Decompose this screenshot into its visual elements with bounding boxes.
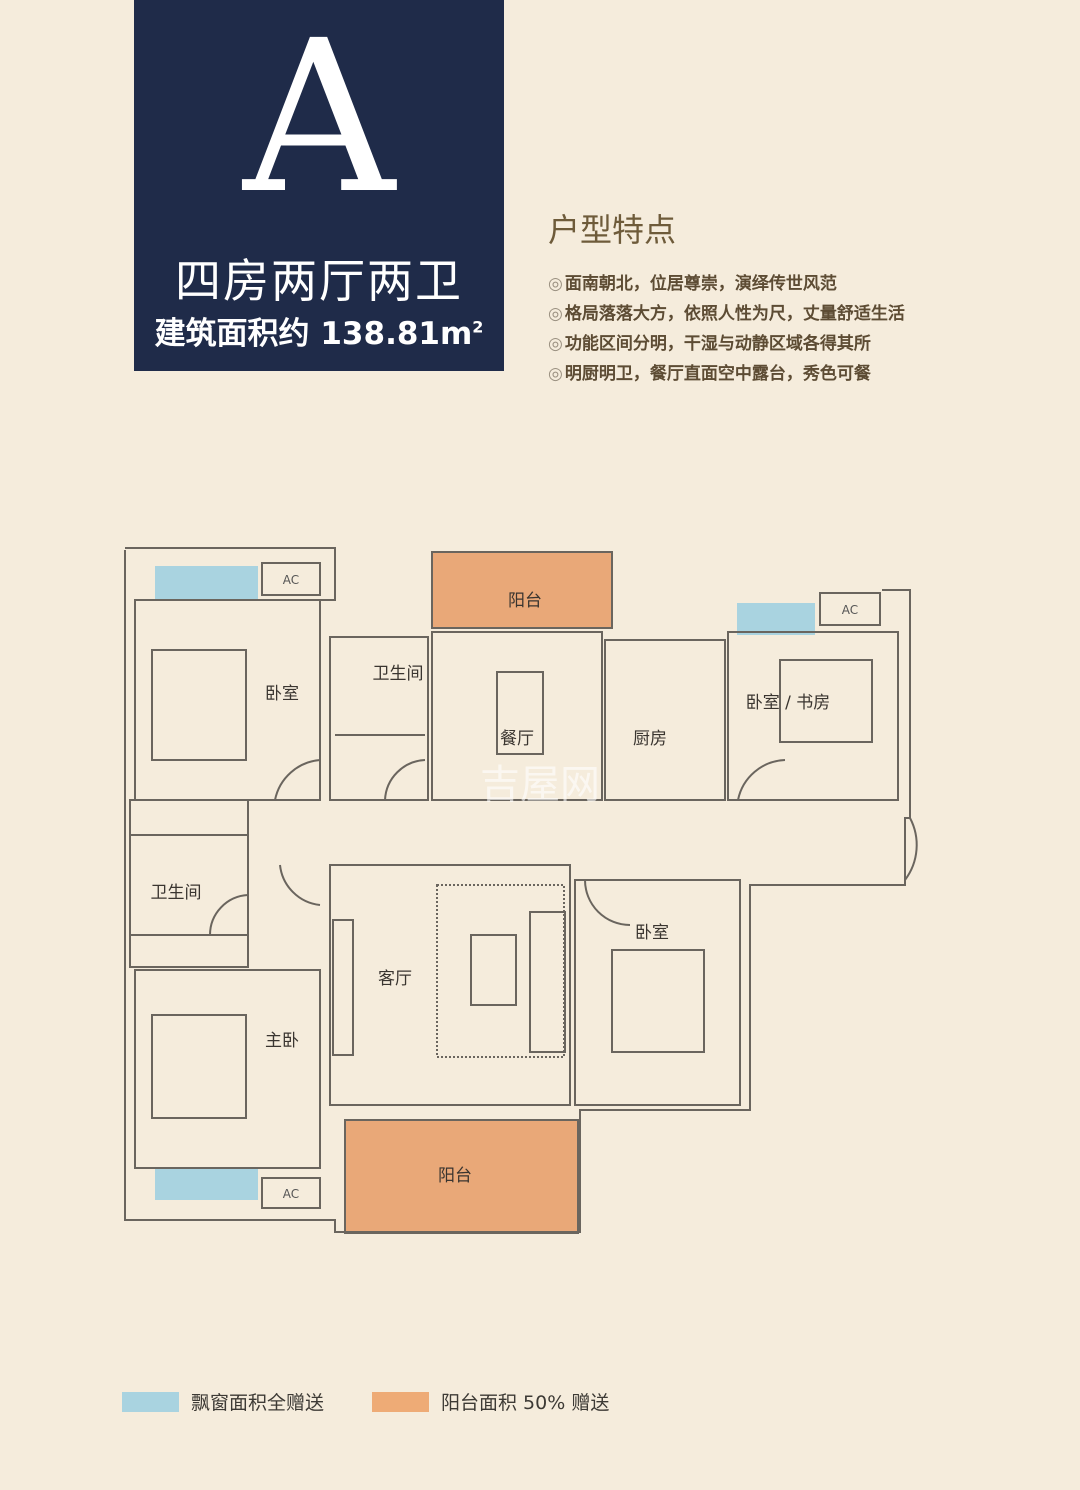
feature-text: 明厨明卫，餐厅直面空中露台，秀色可餐 (564, 364, 871, 384)
bullet-icon: ◎ (548, 334, 563, 354)
bullet-icon: ◎ (548, 304, 563, 324)
building-area: 建筑面积约 138.81m2 (134, 308, 504, 353)
room-label-dining: 餐厅 (500, 729, 534, 749)
bay-window-nw (155, 566, 258, 600)
bullet-icon: ◎ (548, 274, 563, 294)
room-label-balcony-north: 阳台 (508, 591, 542, 611)
room-label-master-bedroom: 主卧 (265, 1031, 299, 1051)
bed-icon (611, 949, 705, 1053)
bed-icon (151, 649, 247, 761)
room-label-kitchen: 厨房 (633, 729, 667, 749)
watermark-logo: 吉屋网 (480, 762, 600, 808)
bed-icon (151, 1014, 247, 1119)
closet-2 (129, 934, 249, 968)
room-label-living: 客厅 (378, 969, 412, 989)
sofa-icon (529, 911, 566, 1053)
bay-window-sw (155, 1168, 258, 1200)
ac-label: AC (283, 1187, 299, 1201)
feature-item: ◎功能区间分明，干湿与动静区域各得其所 (548, 329, 905, 359)
bedroom-se-outline (574, 879, 741, 1106)
features-section: 户型特点 ◎面南朝北，位居尊崇，演绎传世风范 ◎格局落落大方，依照人性为尺，丈量… (548, 205, 905, 389)
balcony-north (431, 551, 613, 629)
feature-text: 格局落落大方，依照人性为尺，丈量舒适生活 (564, 304, 905, 324)
feature-text: 面南朝北，位居尊崇，演绎传世风范 (564, 274, 837, 294)
door-swing-icon (279, 864, 321, 906)
rug-icon (436, 884, 565, 1058)
door-swing-icon (737, 759, 786, 801)
features-title: 户型特点 (548, 211, 677, 249)
bullet-icon: ◎ (548, 364, 563, 384)
bathroom-1-outline (329, 636, 429, 801)
legend-label-balcony: 阳台面积 50% 赠送 (441, 1392, 610, 1414)
entrance-door-icon (904, 817, 918, 881)
unit-title-panel: A 四房两厅两卫 建筑面积约 138.81m2 (134, 0, 504, 371)
legend-label-bay-window: 飘窗面积全赠送 (191, 1392, 325, 1414)
balcony-south (344, 1119, 579, 1234)
wall (125, 547, 336, 601)
room-label-balcony-south: 阳台 (438, 1166, 472, 1186)
legend-swatch-balcony (372, 1391, 430, 1412)
legend-swatch-bay-window (122, 1391, 179, 1412)
room-label-bathroom-2: 卫生间 (151, 883, 202, 903)
dining-area-outline (431, 631, 603, 801)
ac-unit-ne (819, 592, 881, 626)
area-text: 建筑面积约 138.81m (154, 316, 473, 352)
ac-label: AC (842, 603, 858, 617)
feature-item: ◎明厨明卫，餐厅直面空中露台，秀色可餐 (548, 359, 905, 389)
door-swing-icon (274, 759, 321, 801)
living-room-outline (329, 864, 571, 1106)
door-swing-icon (584, 879, 631, 926)
master-bedroom-outline (134, 969, 321, 1169)
area-superscript: 2 (472, 317, 484, 337)
feature-text: 功能区间分明，干湿与动静区域各得其所 (564, 334, 871, 354)
bed-icon (779, 659, 873, 743)
ac-label: AC (283, 573, 299, 587)
ac-unit-sw (261, 1177, 321, 1209)
tv-cabinet-icon (332, 919, 354, 1056)
dining-table-icon (496, 671, 544, 755)
coffee-table-icon (470, 934, 517, 1006)
ac-unit-nw (261, 562, 321, 596)
unit-type-letter: A (243, 0, 395, 240)
feature-item: ◎面南朝北，位居尊崇，演绎传世风范 (548, 269, 905, 299)
closet-1 (129, 799, 249, 836)
kitchen-outline (604, 639, 726, 801)
door-swing-icon (208, 894, 249, 936)
room-label-bathroom-1: 卫生间 (373, 664, 424, 684)
layout-name: 四房两厅两卫 (175, 254, 463, 308)
room-label-bedroom-nw: 卧室 (265, 684, 299, 704)
legend: 飘窗面积全赠送 阳台面积 50% 赠送 (122, 1388, 609, 1415)
bay-window-ne (737, 603, 815, 635)
door-swing-icon (384, 759, 426, 801)
bedroom-study-outline (727, 631, 899, 801)
feature-item: ◎格局落落大方，依照人性为尺，丈量舒适生活 (548, 299, 905, 329)
room-label-bedroom-se: 卧室 (635, 923, 669, 943)
room-label-bedroom-study: 卧室 / 书房 (746, 693, 831, 713)
